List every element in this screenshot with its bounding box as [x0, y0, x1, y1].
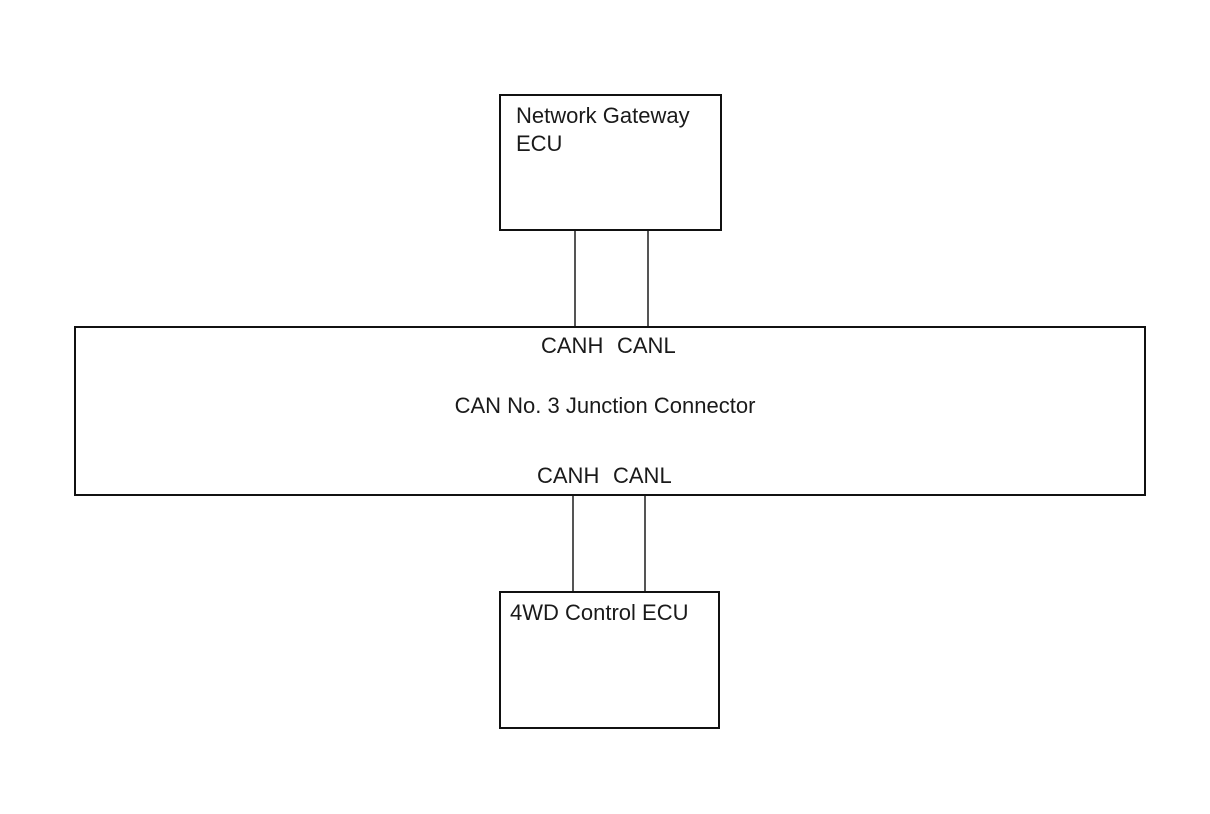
- network-gateway-ecu-box: Network Gateway ECU: [499, 94, 722, 231]
- 4wd-control-ecu-label: 4WD Control ECU: [510, 600, 689, 625]
- wire-gateway-canl: [647, 231, 649, 326]
- network-gateway-label-line1: Network Gateway: [516, 103, 690, 128]
- wire-4wd-canh: [572, 496, 574, 591]
- network-gateway-ecu-label: Network Gateway ECU: [516, 102, 690, 158]
- junction-bottom-canh-label: CANH: [537, 463, 600, 488]
- can-junction-connector-label: CAN No. 3 Junction Connector: [454, 393, 756, 418]
- junction-bottom-canl-label: CANL: [613, 463, 672, 488]
- junction-top-canh-label: CANH: [541, 333, 604, 358]
- wire-4wd-canl: [644, 496, 646, 591]
- can-junction-connector-box: [74, 326, 1146, 496]
- network-gateway-label-line2: ECU: [516, 131, 563, 156]
- wire-gateway-canh: [574, 231, 576, 326]
- 4wd-control-ecu-box: 4WD Control ECU: [499, 591, 720, 729]
- junction-top-canl-label: CANL: [617, 333, 676, 358]
